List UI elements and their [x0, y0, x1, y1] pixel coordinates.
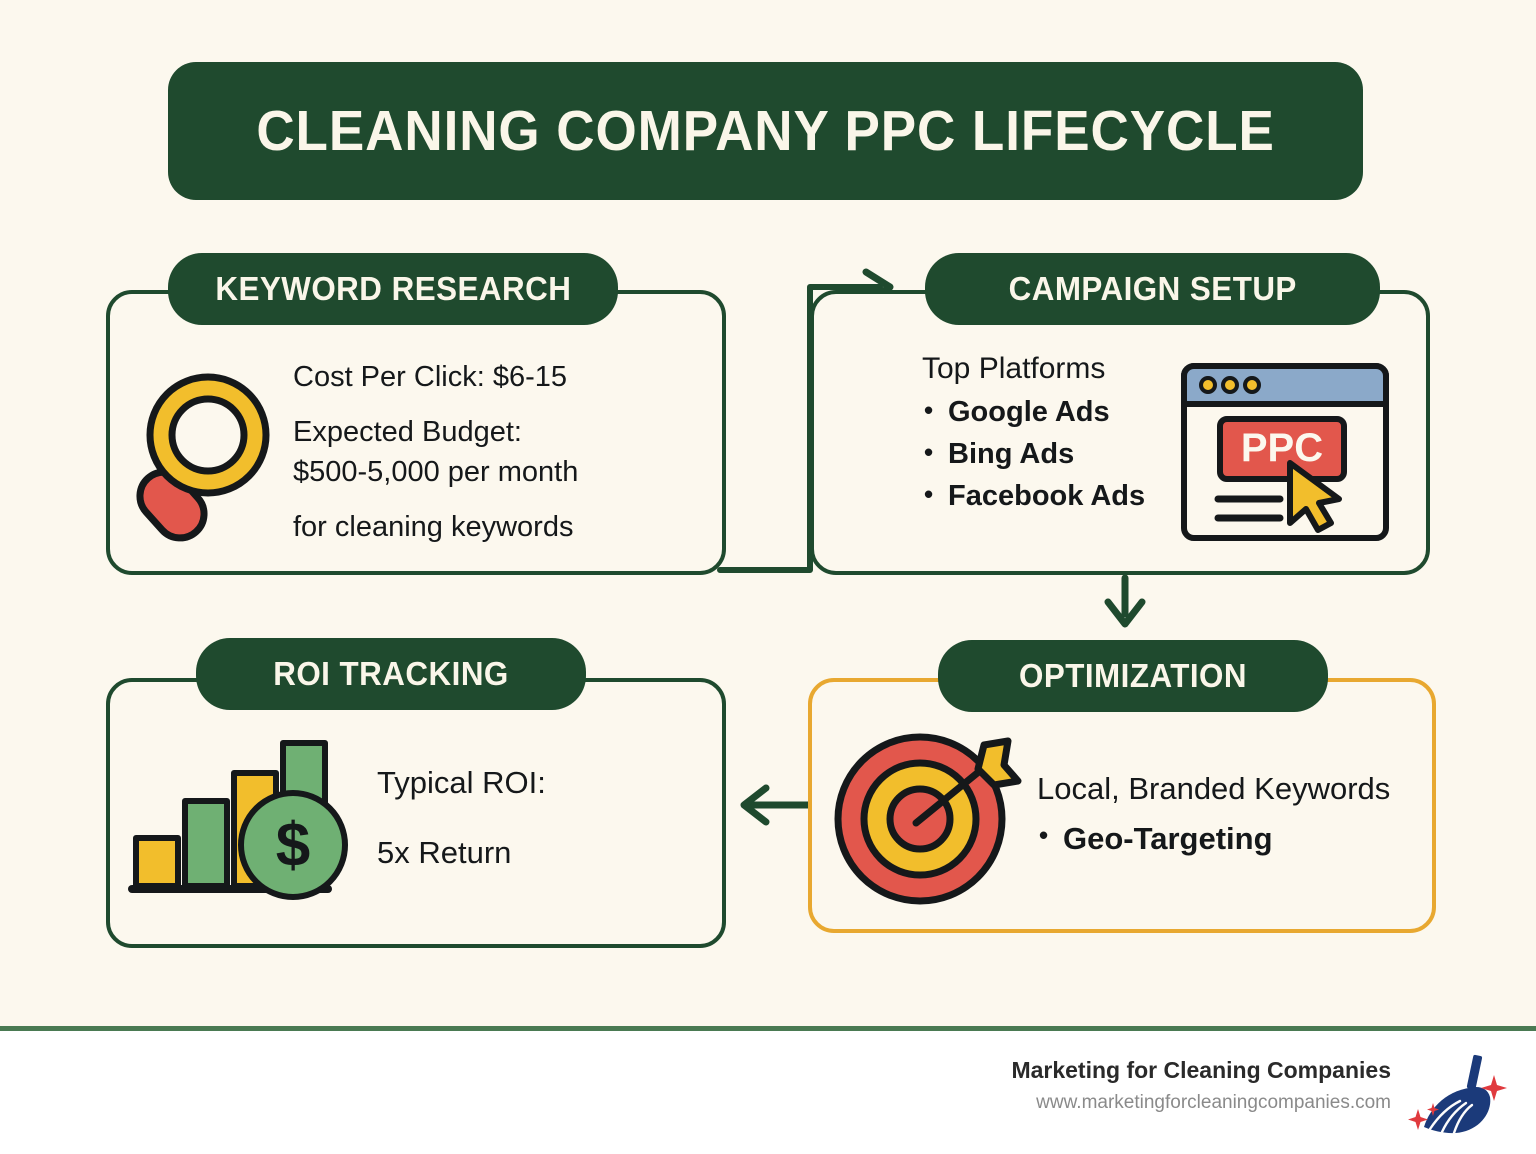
- broom-sparkle-logo: [1408, 1054, 1507, 1135]
- page-title-banner: CLEANING COMPANY PPC LIFECYCLE: [168, 62, 1363, 200]
- kr-line-4: for cleaning keywords: [293, 510, 574, 543]
- roi-line-2: 5x Return: [377, 835, 512, 870]
- card-body-campaign-setup: Top Platforms Google Ads Bing Ads Facebo…: [922, 352, 1422, 552]
- browser-ppc-icon: PPC: [1181, 363, 1389, 541]
- card-body-roi-tracking: $ Typical ROI: 5x Return: [128, 728, 718, 908]
- footer-url[interactable]: www.marketingforcleaningcompanies.com: [1036, 1092, 1391, 1113]
- magnifying-glass-icon: [136, 373, 270, 542]
- campaign-setup-heading: Top Platforms: [922, 352, 1106, 385]
- ppc-label: PPC: [1241, 426, 1323, 470]
- card-label-text: ROI TRACKING: [273, 655, 509, 692]
- list-item: Geo-Targeting: [1037, 820, 1390, 857]
- infographic-body: CLEANING COMPANY PPC LIFECYCLE KEYWORD R…: [0, 0, 1536, 1026]
- roi-line-1: Typical ROI:: [377, 765, 546, 801]
- kr-line-1: Cost Per Click: $6-15: [293, 361, 567, 394]
- card-label-keyword-research: KEYWORD RESEARCH: [168, 253, 618, 325]
- list-item: Google Ads: [922, 395, 1422, 429]
- platform-list: Google Ads Bing Ads Facebook Ads: [922, 395, 1422, 513]
- kr-line-2: Expected Budget:: [293, 416, 522, 449]
- keyword-research-text: Cost Per Click: $6-15 Expected Budget: $…: [293, 359, 578, 545]
- kr-line-3: $500-5,000 per month: [293, 455, 579, 488]
- card-label-text: KEYWORD RESEARCH: [215, 270, 571, 307]
- optimization-heading: Local, Branded Keywords: [1037, 770, 1391, 806]
- card-label-text: CAMPAIGN SETUP: [1008, 270, 1297, 307]
- target-arrow-icon: [834, 733, 1022, 904]
- roi-tracking-text: Typical ROI: 5x Return: [377, 763, 546, 872]
- list-item: Facebook Ads: [922, 479, 1422, 513]
- optimization-list: Geo-Targeting: [1037, 820, 1390, 857]
- footer: Marketing for Cleaning Companies www.mar…: [0, 1031, 1536, 1154]
- card-body-keyword-research: Cost Per Click: $6-15 Expected Budget: $…: [126, 348, 716, 563]
- card-label-text: OPTIMIZATION: [1018, 657, 1248, 694]
- dollar-sign: $: [276, 811, 310, 880]
- card-label-roi-tracking: ROI TRACKING: [196, 638, 586, 710]
- footer-brand: Marketing for Cleaning Companies: [1011, 1057, 1391, 1083]
- footer-divider: [0, 1026, 1536, 1031]
- optimization-text: Local, Branded Keywords Geo-Targeting: [1037, 771, 1390, 866]
- bar-chart-dollar-icon: $: [128, 740, 348, 900]
- list-item: Bing Ads: [922, 437, 1422, 471]
- campaign-setup-text: Top Platforms Google Ads Bing Ads Facebo…: [922, 352, 1422, 522]
- page-title: CLEANING COMPANY PPC LIFECYCLE: [256, 99, 1275, 163]
- card-body-optimization: Local, Branded Keywords Geo-Targeting: [832, 728, 1442, 908]
- card-label-optimization: OPTIMIZATION: [938, 640, 1328, 712]
- card-label-campaign-setup: CAMPAIGN SETUP: [925, 253, 1380, 325]
